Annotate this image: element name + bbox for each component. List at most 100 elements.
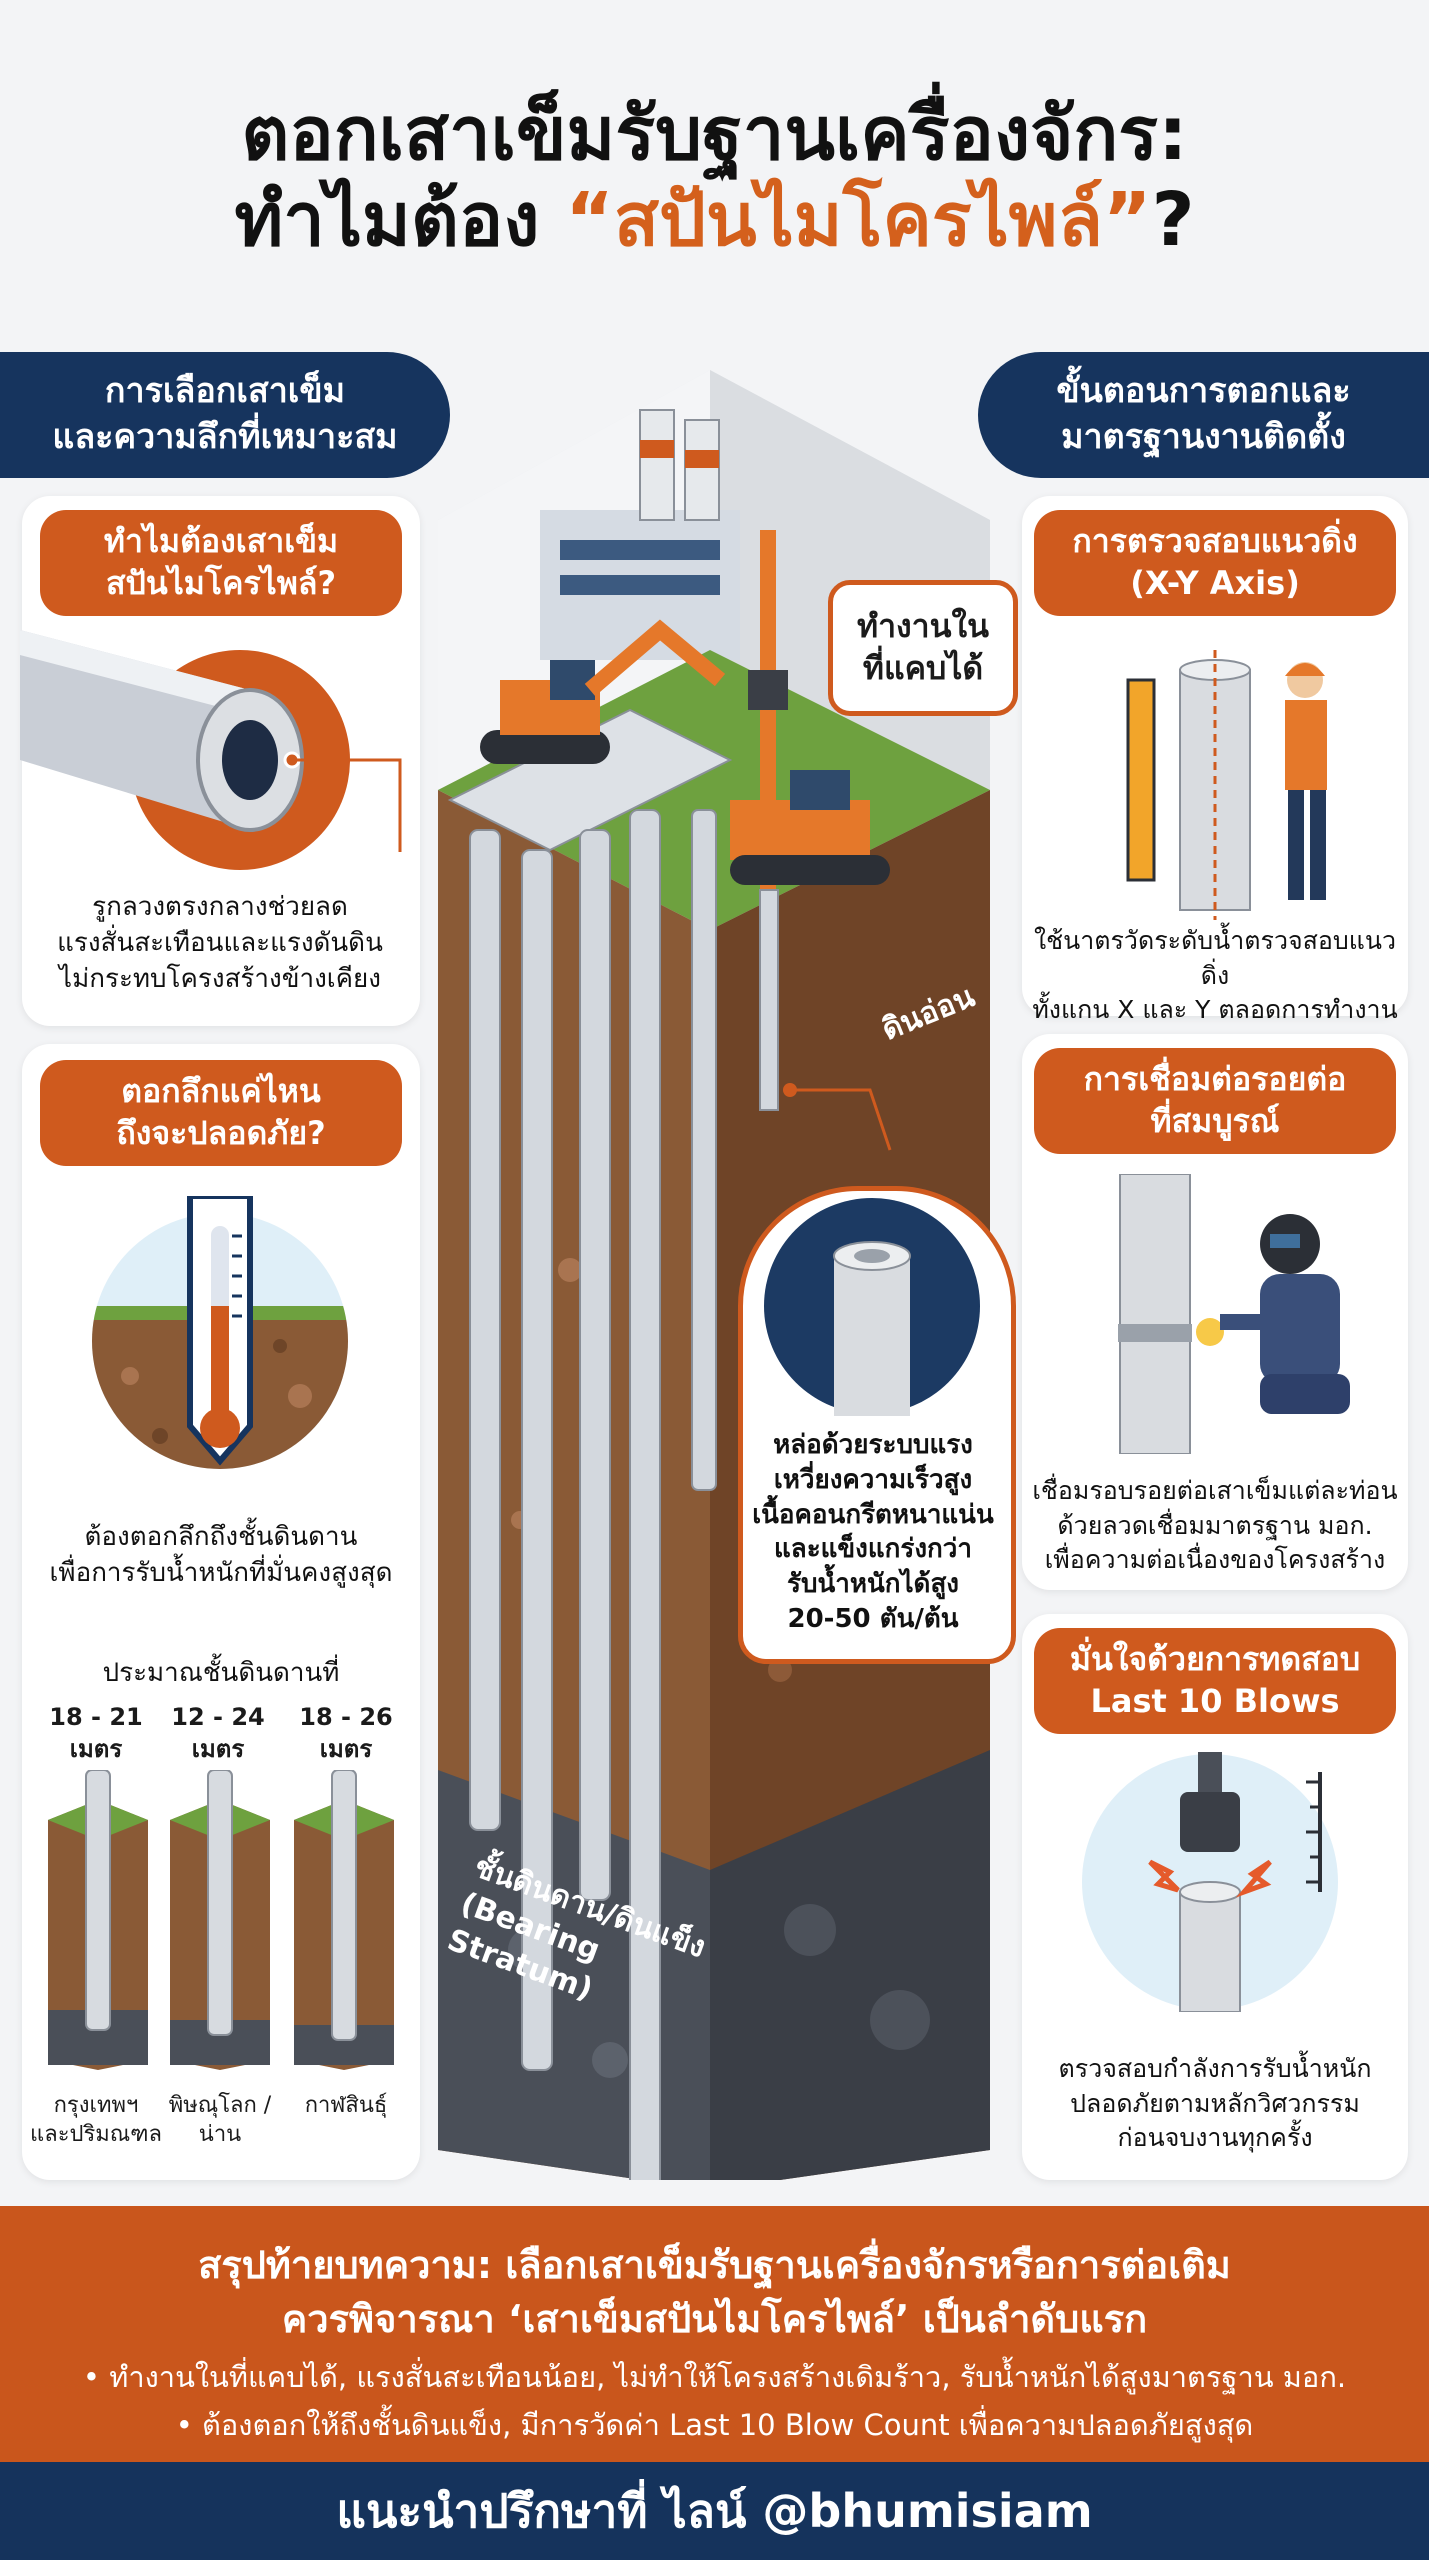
region-range: 18 - 21 (49, 1703, 143, 1731)
why-spun-pill-line-1: ทำไมต้องเสาเข็ม (103, 522, 339, 561)
pile (521, 849, 553, 2071)
right-header-line-1: ขั้นตอนการตอกและ (1056, 371, 1351, 412)
left-header-line-2: และความลึกที่เหมาะสม (52, 417, 398, 457)
right-section-header: ขั้นตอนการตอกและมาตรฐานงานติดตั้ง (978, 352, 1429, 478)
region-unit: เมตร (319, 1735, 373, 1763)
spirit-level-icon (1126, 678, 1156, 882)
welding-pill-line-1: การเชื่อมต่อรอยต่อ (1083, 1060, 1347, 1099)
callout-line: เนื้อคอนกรีตหนาแน่น (752, 1499, 994, 1530)
footer-contact-banner: แนะนำปรึกษาที่ ไลน์ @bhumisiam (0, 2462, 1429, 2560)
blow-test-illustration (1082, 1752, 1338, 2012)
alignment-pill-line-1: การตรวจสอบแนวดิ่ง (1072, 522, 1358, 561)
title-suffix: ? (1151, 176, 1195, 263)
hollow-pile-illustration (20, 630, 402, 870)
region-place-line: และปริมณฑล (30, 2121, 162, 2147)
approx-label: ประมาณชั้นดินดานที่ (102, 1658, 340, 1688)
summary-bullet-1: • ทำงานในที่แคบได้, แรงสั่นสะเทือนน้อย, … (82, 2360, 1347, 2394)
welding-illustration (1118, 1174, 1350, 1454)
pile (629, 809, 661, 2180)
region-range: 18 - 26 (299, 1703, 393, 1731)
summary-line-2: ควรพิจารณา ‘เสาเข็มสปันไมโครไพล์’ เป็นลำ… (281, 2297, 1148, 2341)
depth-caption-line: เพื่อการรับน้ำหนักที่มั่นคงสูงสุด (49, 1557, 393, 1588)
callout-line (292, 758, 402, 852)
left-section-header: การเลือกเสาเข็มและความลึกที่เหมาะสม (0, 352, 450, 478)
welding-caption-line: เชื่อมรอบรอยต่อเสาเข็มแต่ละท่อน (1032, 1476, 1398, 1505)
welder-icon (1220, 1214, 1350, 1414)
pile-driver-rig-icon (730, 530, 890, 890)
alignment-pill: การตรวจสอบแนวดิ่ง(X-Y Axis) (1034, 510, 1396, 616)
callout-line: 20-50 ตัน/ต้น (787, 1604, 959, 1635)
welding-caption-line: ด้วยลวดเชื่อมมาตรฐาน มอก. (1057, 1510, 1373, 1540)
region-range: 12 - 24 (171, 1703, 265, 1731)
engineer-icon (1285, 662, 1327, 900)
thermometer-pile-icon (187, 1196, 253, 1466)
spun-pile-callout-text: หล่อด้วยระบบแรง เหวี่ยงความเร็วสูง เนื้อ… (746, 1428, 1000, 1637)
title-line-2: ทำไมต้อง “สปันไมโครไพล์”? (0, 176, 1429, 264)
title-highlight: “สปันไมโครไพล์” (565, 176, 1152, 263)
alignment-caption-line: ใช้นาตรวัดระดับน้ำตรวจสอบแนวดิ่ง (1033, 926, 1397, 990)
excavator-icon (480, 619, 726, 764)
depth-caption-line: ต้องตอกลึกถึงชั้นดินดาน (84, 1522, 358, 1552)
region-place-line: พิษณุโลก / (168, 2093, 272, 2118)
right-header-line-2: มาตรฐานงานติดตั้ง (1061, 417, 1346, 457)
soil-column-kalasin (294, 1770, 394, 2070)
blows-pill-line-2: Last 10 Blows (1090, 1682, 1340, 1720)
left-header-line-1: การเลือกเสาเข็ม (104, 371, 346, 412)
region-place: กรุงเทพฯ และปริมณฑล (22, 2092, 170, 2149)
callout-line: เหวี่ยงความเร็วสูง (773, 1464, 973, 1495)
blows-caption-line: ตรวจสอบกำลังการรับน้ำหนัก (1058, 2054, 1372, 2083)
region-place-line: กาฬสินธุ์ (304, 2093, 388, 2118)
bearing-stratum-right (710, 1750, 990, 2180)
blows-caption: ตรวจสอบกำลังการรับน้ำหนัก ปลอดภัยตามหลัก… (1024, 2052, 1406, 2156)
blows-pill-line-1: มั่นใจด้วยการทดสอบ (1069, 1640, 1361, 1679)
soil-column-bangkok (48, 1770, 148, 2070)
region-place-line: กรุงเทพฯ (53, 2093, 139, 2118)
why-spun-pill: ทำไมต้องเสาเข็มสปันไมโครไพล์? (40, 510, 402, 616)
callout-line: รับน้ำหนักได้สูง (786, 1569, 960, 1600)
impact-burst-icon (1148, 1859, 1180, 1893)
blows-caption-line: ปลอดภัยตามหลักวิศวกรรม (1070, 2088, 1360, 2118)
factory-icon (540, 409, 740, 660)
blows-caption-line: ก่อนจบงานทุกครั้ง (1117, 2123, 1313, 2152)
region-unit: เมตร (191, 1735, 245, 1763)
pile (691, 809, 717, 1491)
pile (469, 829, 501, 1831)
pile-joint-icon (1119, 1174, 1191, 1454)
alignment-pill-line-2: (X-Y Axis) (1130, 564, 1300, 602)
depth-pill-line-1: ตอกลึกแค่ไหน (121, 1072, 321, 1111)
summary-line-1: สรุปท้ายบทความ: เลือกเสาเข็มรับฐานเครื่อ… (198, 2243, 1231, 2287)
weld-spark-icon (1196, 1318, 1224, 1346)
pile (579, 829, 611, 1901)
concrete-pile-closeup-icon (764, 1198, 980, 1416)
why-spun-caption-line: แรงสั่นสะเทือนและแรงดันดิน (57, 927, 383, 958)
bubble-line-2: ที่แคบได้ (862, 649, 984, 687)
welding-pill-line-2: ที่สมบูรณ์ (1150, 1102, 1280, 1140)
why-spun-caption-line: รูกลวงตรงกลางช่วยลด (92, 892, 348, 922)
welding-caption: เชื่อมรอบรอยต่อเสาเข็มแต่ละท่อน ด้วยลวดเ… (1024, 1474, 1406, 1578)
welding-caption-line: เพื่อความต่อเนื่องของโครงสร้าง (1044, 1545, 1386, 1574)
callout-line: และแข็งแกร่งกว่า (774, 1534, 972, 1565)
callout-line: หล่อด้วยระบบแรง (773, 1430, 973, 1460)
region-place: พิษณุโลก / น่าน (160, 2092, 280, 2149)
alignment-check-illustration (1126, 650, 1327, 920)
footer-contact-text[interactable]: แนะนำปรึกษาที่ ไลน์ @bhumisiam (336, 2483, 1093, 2538)
alignment-caption: ใช้นาตรวัดระดับน้ำตรวจสอบแนวดิ่ง ทั้งแกน… (1024, 924, 1406, 1028)
depth-pill-line-2: ถึงจะปลอดภัย? (116, 1114, 326, 1152)
hollow-pile-icon (20, 630, 304, 832)
summary-bullet-2: • ต้องตอกให้ถึงชั้นดินแข็ง, มีการวัดค่า … (175, 2408, 1254, 2442)
welding-pill: การเชื่อมต่อรอยต่อที่สมบูรณ์ (1034, 1048, 1396, 1154)
depth-gauge-illustration (92, 1196, 348, 1469)
region-place-line: น่าน (198, 2121, 242, 2147)
depth-pill: ตอกลึกแค่ไหนถึงจะปลอดภัย? (40, 1060, 402, 1166)
region-place: กาฬสินธุ์ (284, 2092, 408, 2121)
bubble-line-1: ทำงานใน (856, 607, 990, 646)
why-spun-caption: รูกลวงตรงกลางช่วยลด แรงสั่นสะเทือนและแรง… (40, 890, 400, 998)
summary-banner: สรุปท้ายบทความ: เลือกเสาเข็มรับฐานเครื่อ… (0, 2206, 1429, 2462)
narrow-space-bubble: ทำงานในที่แคบได้ (828, 580, 1018, 716)
title-prefix: ทำไมต้อง (234, 176, 566, 263)
page-title: ตอกเสาเข็มรับฐานเครื่องจักร: ทำไมต้อง “ส… (0, 91, 1429, 264)
why-spun-caption-line: ไม่กระทบโครงสร้างข้างเคียง (59, 963, 381, 994)
pile-head-icon (1179, 1891, 1241, 2012)
soil-column-phitsanulok (170, 1770, 270, 2070)
region-unit: เมตร (69, 1735, 123, 1763)
